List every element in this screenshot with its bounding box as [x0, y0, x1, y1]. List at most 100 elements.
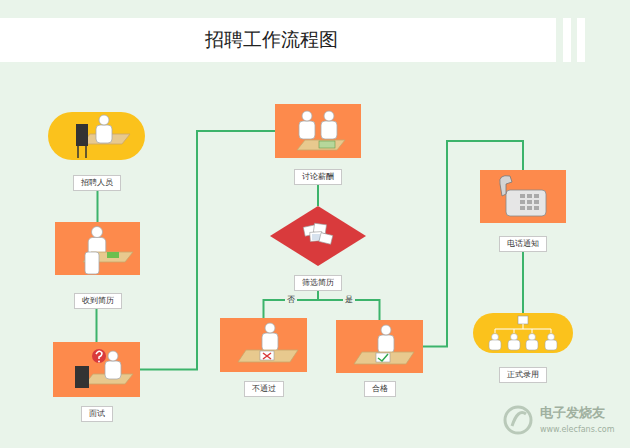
watermark-logo [512, 413, 526, 427]
paper [260, 351, 274, 360]
node-shape [473, 313, 573, 353]
node-text: 面试 [81, 406, 113, 422]
node-label: 面试 [33, 401, 160, 422]
paper-line [312, 235, 320, 236]
person-head [92, 227, 103, 238]
flow-node: 讨论薪酬 [275, 104, 361, 185]
node-icon [55, 222, 140, 275]
node-shape [48, 112, 145, 160]
phone-key [534, 194, 539, 198]
person-head [492, 334, 499, 341]
node-icon [480, 170, 566, 223]
phone-key [527, 200, 532, 204]
flow-node: 筛选简历 [270, 206, 366, 291]
person-body [526, 340, 538, 350]
illustration [76, 115, 130, 158]
node-text: 招聘人员 [73, 175, 121, 191]
illustration [297, 111, 345, 150]
node-label: 讨论薪酬 [255, 164, 381, 185]
terminal-pill [473, 313, 573, 353]
node-text: 正式录用 [499, 367, 547, 383]
node-icon [48, 112, 145, 160]
illustration [500, 176, 546, 216]
watermark: 电子发烧友 [540, 404, 605, 422]
node-shape [53, 342, 140, 397]
phone-key [520, 206, 525, 210]
process-box [220, 318, 307, 372]
paper-line [312, 239, 320, 240]
check-mark [378, 354, 388, 361]
desk [354, 352, 414, 364]
person-body [545, 340, 557, 350]
connector [522, 252, 524, 313]
connector [96, 309, 98, 342]
person-body [96, 125, 112, 143]
node-label: 不通过 [200, 376, 327, 397]
node-shape [270, 206, 366, 266]
person-legs [85, 252, 99, 274]
person-body [508, 340, 520, 350]
question-badge [92, 349, 106, 363]
node-icon [275, 104, 361, 158]
illustration [238, 323, 298, 362]
node-text: 收到简历 [74, 293, 122, 309]
title-stripe [563, 18, 571, 62]
node-label: 招聘人员 [28, 170, 165, 191]
phone-handset [500, 176, 512, 196]
node-shape [336, 320, 423, 373]
process-box [480, 170, 566, 223]
process-box [275, 104, 361, 158]
monitor [75, 366, 89, 388]
node-label: 筛选简历 [250, 270, 386, 291]
desk [297, 140, 345, 150]
node-shape [55, 222, 140, 275]
monitor-leg [77, 146, 79, 158]
paper [376, 353, 390, 362]
desk [238, 350, 298, 362]
person-head [99, 115, 109, 125]
flow-node: 收到简历 [55, 222, 140, 309]
phone-key [527, 194, 532, 198]
node-shape [480, 170, 566, 223]
node-icon [220, 318, 307, 372]
monitor [76, 124, 88, 146]
phone-body [506, 190, 546, 216]
node-text: 筛选简历 [294, 275, 342, 291]
decision-diamond [270, 206, 366, 266]
diagram-title: 招聘工作流程图 [0, 27, 542, 53]
phone-key [520, 200, 525, 204]
illustration [83, 227, 133, 275]
person-head [511, 334, 518, 341]
flow-node: 电话通知 [480, 170, 566, 252]
phone-key [520, 194, 525, 198]
person-body [489, 340, 501, 350]
illustration [303, 223, 332, 244]
node-text: 不通过 [244, 381, 284, 397]
person-head [548, 334, 555, 341]
process-box [336, 320, 423, 373]
person-head [302, 111, 312, 121]
title-bar [0, 18, 556, 62]
person-body [321, 121, 337, 139]
cross-mark [263, 353, 271, 359]
node-label: 电话通知 [460, 231, 586, 252]
node-icon [336, 320, 423, 373]
question-mark [96, 351, 102, 359]
node-text: 电话通知 [499, 236, 547, 252]
phone-key [534, 200, 539, 204]
person-body [262, 333, 278, 351]
watermark: www.elecfans.com [540, 425, 615, 434]
edge-label: 是 [343, 295, 355, 305]
illustration [75, 349, 133, 388]
phone-key [527, 206, 532, 210]
paper-line [312, 237, 320, 238]
person-head [381, 325, 391, 335]
node-icon [53, 342, 140, 397]
person-head [265, 323, 275, 333]
node-shape [275, 104, 361, 158]
flow-node: 不通过 [220, 318, 307, 397]
node-label: 合格 [316, 376, 443, 397]
resume-paper [107, 252, 119, 258]
flow-node: 面试 [53, 342, 140, 422]
node-text: 讨论薪酬 [294, 169, 342, 185]
